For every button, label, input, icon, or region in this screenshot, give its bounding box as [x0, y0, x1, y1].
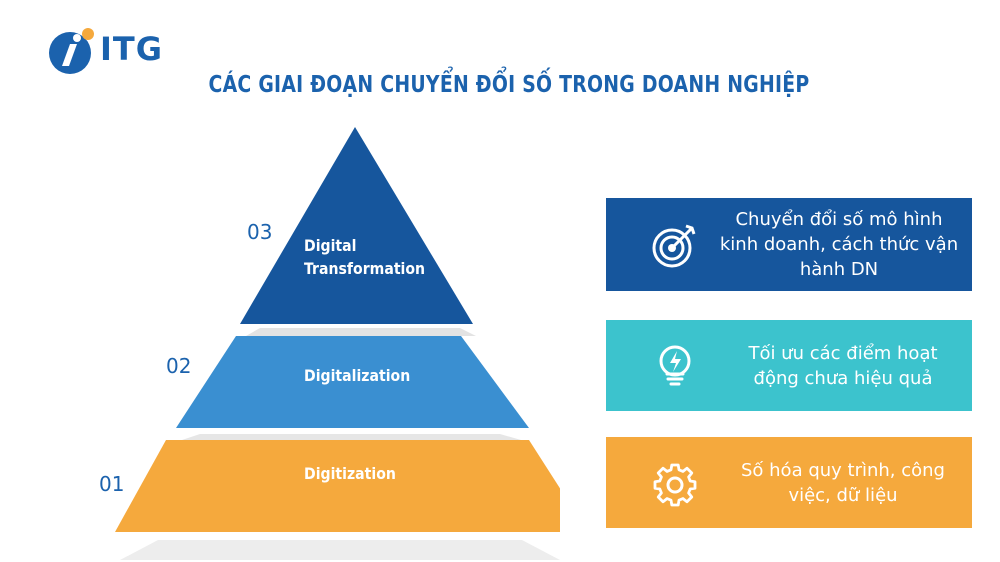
description-box-02: Tối ưu các điểm hoạt động chưa hiệu quả [606, 320, 972, 411]
gear-icon [653, 463, 697, 506]
level-number-03: 03 [247, 220, 273, 244]
level-03-label-line2: Transformation [304, 259, 426, 278]
itg-logo-icon [49, 28, 94, 74]
description-03-text: Chuyển đổi số mô hình kinh doanh, cách t… [719, 209, 959, 280]
pyramid-level-02 [176, 336, 529, 428]
level-02-label: Digitalization [304, 366, 411, 385]
target-icon [652, 224, 696, 267]
level-03-label: Digital Transformation [304, 234, 425, 280]
description-02-text: Tối ưu các điểm hoạt động chưa hiệu quả [748, 342, 938, 389]
level-number-02: 02 [166, 354, 192, 378]
page-title: CÁC GIAI ĐOẠN CHUYỂN ĐỔI SỐ TRONG DOANH … [208, 72, 810, 98]
description-box-01: Số hóa quy trình, công việc, dữ liệu [606, 437, 972, 528]
description-box-03: Chuyển đổi số mô hình kinh doanh, cách t… [606, 198, 972, 291]
itg-logo: ITG [48, 26, 178, 76]
logo-text: ITG [100, 30, 163, 68]
pyramid-level-03 [240, 127, 473, 324]
pyramid-diagram [115, 127, 560, 560]
lightbulb-icon [659, 345, 691, 385]
level-03-label-line1: Digital [304, 236, 357, 255]
description-01-text: Số hóa quy trình, công việc, dữ liệu [740, 459, 945, 506]
level-number-01: 01 [99, 472, 125, 496]
level-01-label: Digitization [304, 464, 396, 483]
pyramid-level-01 [115, 440, 560, 532]
